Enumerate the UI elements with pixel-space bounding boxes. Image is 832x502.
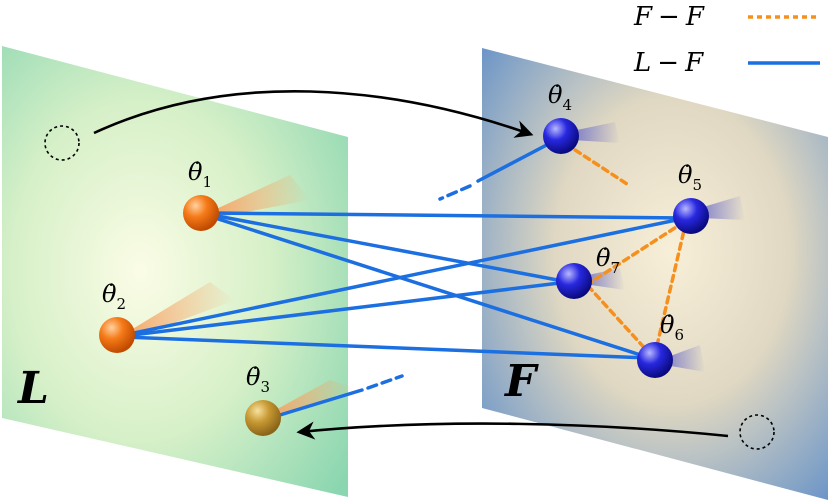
edge-theta5-theta6 [653,220,688,356]
outgoing-node-marker [739,414,775,450]
node-theta4 [543,118,579,154]
leader-follower-edges [122,137,688,420]
label-theta2: θ̇2 [102,280,126,313]
node-theta5 [673,198,709,234]
label-theta7: θ̇7 [596,244,620,277]
node-tail-2 [126,282,235,341]
legend-label-ff: F−F [633,2,705,32]
node-tail-5 [700,196,745,220]
edge-theta3-out-dashed [366,374,404,390]
node-theta2 [99,317,135,353]
label-theta3: θ̇3 [246,363,270,396]
leader-plane-label: L [16,363,49,414]
edge-theta7-theta6 [586,284,652,356]
follower-follower-edges [564,142,688,356]
edge-theta1-theta6 [210,215,652,360]
edge-theta2-theta5 [122,216,688,337]
label-theta6: θ̇6 [660,311,684,344]
label-theta5: θ̇5 [678,161,702,194]
node-theta7 [556,263,592,299]
incoming-node-marker [44,125,80,161]
edge-theta4-out [476,137,560,183]
node-theta1 [183,195,219,231]
edge-theta1-theta5 [210,211,688,220]
edge-theta5-theta7 [586,220,686,286]
label-theta4: θ̇4 [548,81,572,114]
edge-theta4-ff-out [564,142,632,188]
curved-arrow-to-leader [296,421,729,440]
edge-theta3-out [268,388,364,420]
edge-theta2-theta7 [122,280,570,338]
legend: F−F L−F [633,2,820,78]
node-tail-6 [665,345,705,372]
node-theta3 [245,400,281,436]
leader-plane [2,46,348,497]
edge-theta1-theta7 [210,213,570,284]
legend-label-lf: L−F [633,48,704,78]
node-tail-7 [584,268,625,290]
label-theta1: θ̇1 [188,158,212,191]
node-tail-4 [572,122,620,143]
node-tail-1 [214,175,310,218]
follower-plane [482,48,828,500]
edge-theta2-theta6 [122,335,652,360]
curved-arrow-to-follower [93,90,534,138]
node-theta6 [637,342,673,378]
follower-plane-label: F [503,356,539,407]
edge-theta4-out-dashed [438,184,472,201]
